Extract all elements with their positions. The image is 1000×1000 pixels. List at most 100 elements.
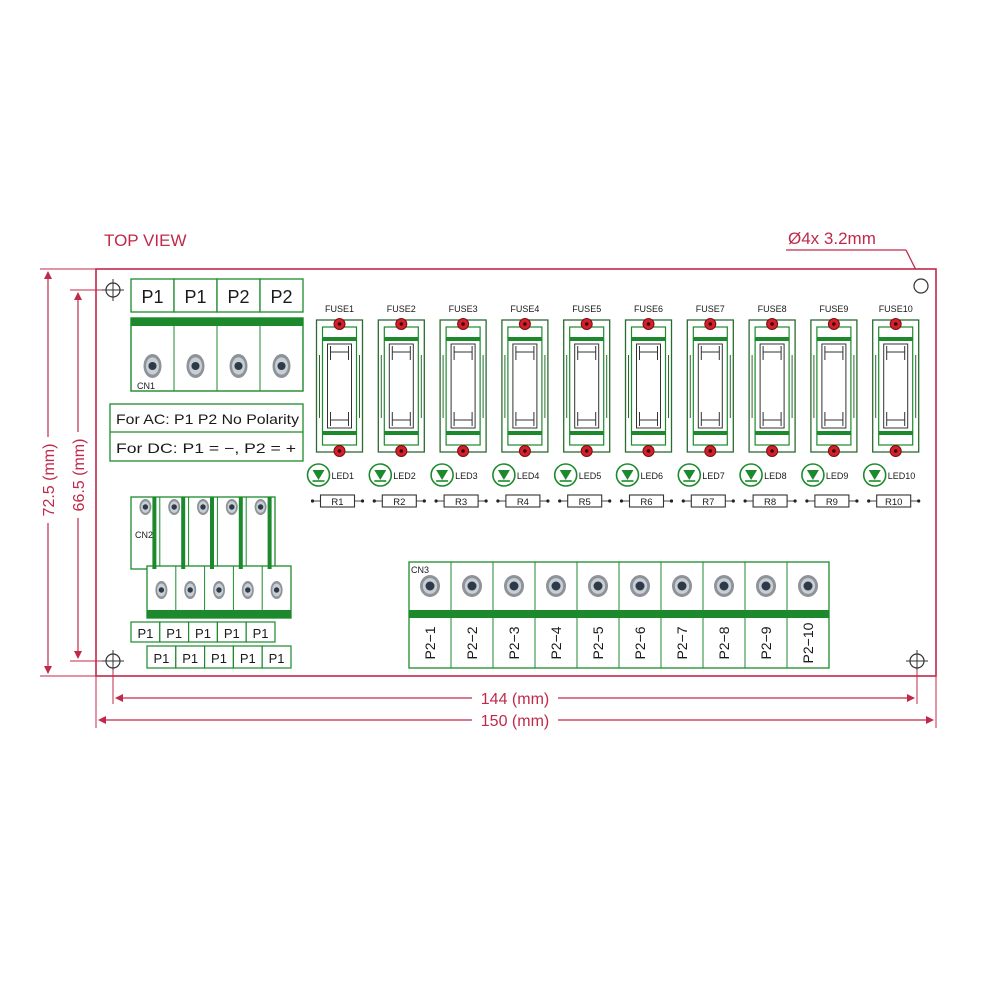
fuse-label: FUSE5 [572,304,601,314]
led-icon [615,463,640,487]
resistor-icon [805,494,859,508]
cn3-screw-icon [504,575,524,597]
cn1-pin-cell [259,278,304,313]
led-label: LED1 [332,471,355,481]
cn3-pin-label: P2−4 [548,626,564,659]
resistor-label: R8 [764,497,776,508]
cn2-lower-bar [204,610,234,618]
height-outer-dimension: 72.5 (mm) [38,268,96,677]
led-icon [862,463,887,487]
cn3-screw-icon [672,575,692,597]
cn3-screw-icon [546,575,566,597]
cn2-upper-screw-icon [225,499,238,515]
led-icon [430,463,454,487]
cn3-pin-label: P2−8 [716,626,732,659]
cn2-lower-screw-icon [241,581,254,599]
width-inner-dimension: 144 (mm) [112,670,918,708]
cn3-screw-icon [588,575,608,597]
cn3-pin-label: P2−7 [674,626,690,659]
fuse-label: FUSE7 [696,304,725,314]
cn2-upper-pin-label: P1 [137,626,153,641]
mounting-hole-bottom-left [102,650,124,672]
cn3-pin-label: P2−2 [464,626,480,659]
cn2-upper-bar [181,497,186,569]
fuse-holder: FUSE4 [501,304,549,457]
cn2-lower-pin-cell [261,645,292,669]
cn3-screw-icon [630,575,650,597]
fuse-holder: FUSE8 [748,304,796,457]
cn3-screw-icon [462,575,482,597]
polarity-note: For AC: P1 P2 No Polarity For DC: P1 = −… [109,403,304,462]
fuse-label: FUSE1 [325,304,354,314]
height-outer-label: 72.5 (mm) [41,444,58,517]
resistor-icon [619,494,674,508]
resistor-icon [681,494,735,508]
led-icon [801,463,825,487]
cn1-pin-label: P2 [227,287,249,307]
resistor-icon [310,494,365,508]
cn2-upper-pin-label: P1 [224,626,240,641]
fuse-label: FUSE3 [449,304,478,314]
cn2-upper-pin-label: P1 [253,626,269,641]
width-inner-label: 144 (mm) [481,691,549,708]
led-icon [368,463,393,487]
cn3-pin-label: P2−9 [758,626,774,659]
cn2-lower-screw-icon [213,581,225,599]
fuse-holder: FUSE7 [686,304,734,457]
resistor-label: R3 [455,497,467,508]
cn2-lower-pin-label: P1 [269,651,285,666]
cn1-screw-icon [229,354,248,378]
cn2-upper-pin-cell [245,621,276,643]
resistor-label: R10 [885,497,902,508]
fuse-label: FUSE2 [387,304,416,314]
cn1-screw-icon [186,354,205,378]
fuse-holder: FUSE5 [563,304,611,457]
cn3-pin-label: P2−1 [422,626,438,659]
resistor-label: R9 [826,497,838,508]
fuse-label: FUSE9 [819,304,848,314]
resistor-icon [434,494,488,508]
led-icon [492,463,516,487]
cn1-pin-label: P2 [270,287,292,307]
dc-note: For DC: P1 = −, P2 = + [116,440,296,456]
cn1-pin-label: P1 [141,287,163,307]
led-label: LED5 [579,471,602,481]
cn2-upper-screw-icon [139,499,152,515]
cn2-lower-screw-icon [270,581,283,599]
cn3-pin-label: P2−3 [506,626,522,659]
resistor-icon [867,494,921,508]
resistor-label: R1 [331,497,343,508]
cn2-lower-screw-icon [184,581,197,599]
cn3-label: CN3 [411,565,429,575]
cn3-pin-label: P2−6 [632,626,648,659]
ac-note: For AC: P1 P2 No Polarity [116,411,299,427]
height-inner-dimension: 66.5 (mm) [68,289,102,662]
cn2-upper-bar [152,497,157,569]
cn1-pin-cell [130,278,175,313]
cn2-upper-bar [238,497,243,569]
fuse-label: FUSE8 [758,304,787,314]
cn2-upper-pin-label: P1 [195,626,211,641]
mounting-hole-top-left [102,279,124,301]
cn2-lower-bar [147,610,176,618]
width-outer-dimension: 150 (mm) [95,676,937,730]
led-label: LED3 [455,471,478,481]
resistor-label: R7 [702,497,714,508]
cn2-lower-pin-label: P1 [211,651,227,666]
fuse-holder: FUSE6 [624,304,673,457]
cn2-upper-bar [210,497,214,569]
led-icon [739,463,763,487]
top-view-label: TOP VIEW [104,231,187,250]
resistor-label: R6 [640,497,652,508]
hole-callout: Ø4x 3.2mm [786,229,920,277]
led-label: LED9 [826,471,849,481]
cn3-screw-icon [420,575,440,597]
cn2-lower-pin-label: P1 [240,651,256,666]
cn2-upper-bar [267,497,272,569]
fuse-holder: FUSE3 [439,304,487,457]
cn2-upper-screw-icon [197,499,209,515]
resistor-label: R5 [579,497,591,508]
fuse-holder: FUSE2 [377,304,425,457]
cn3-screw-icon [714,575,734,597]
